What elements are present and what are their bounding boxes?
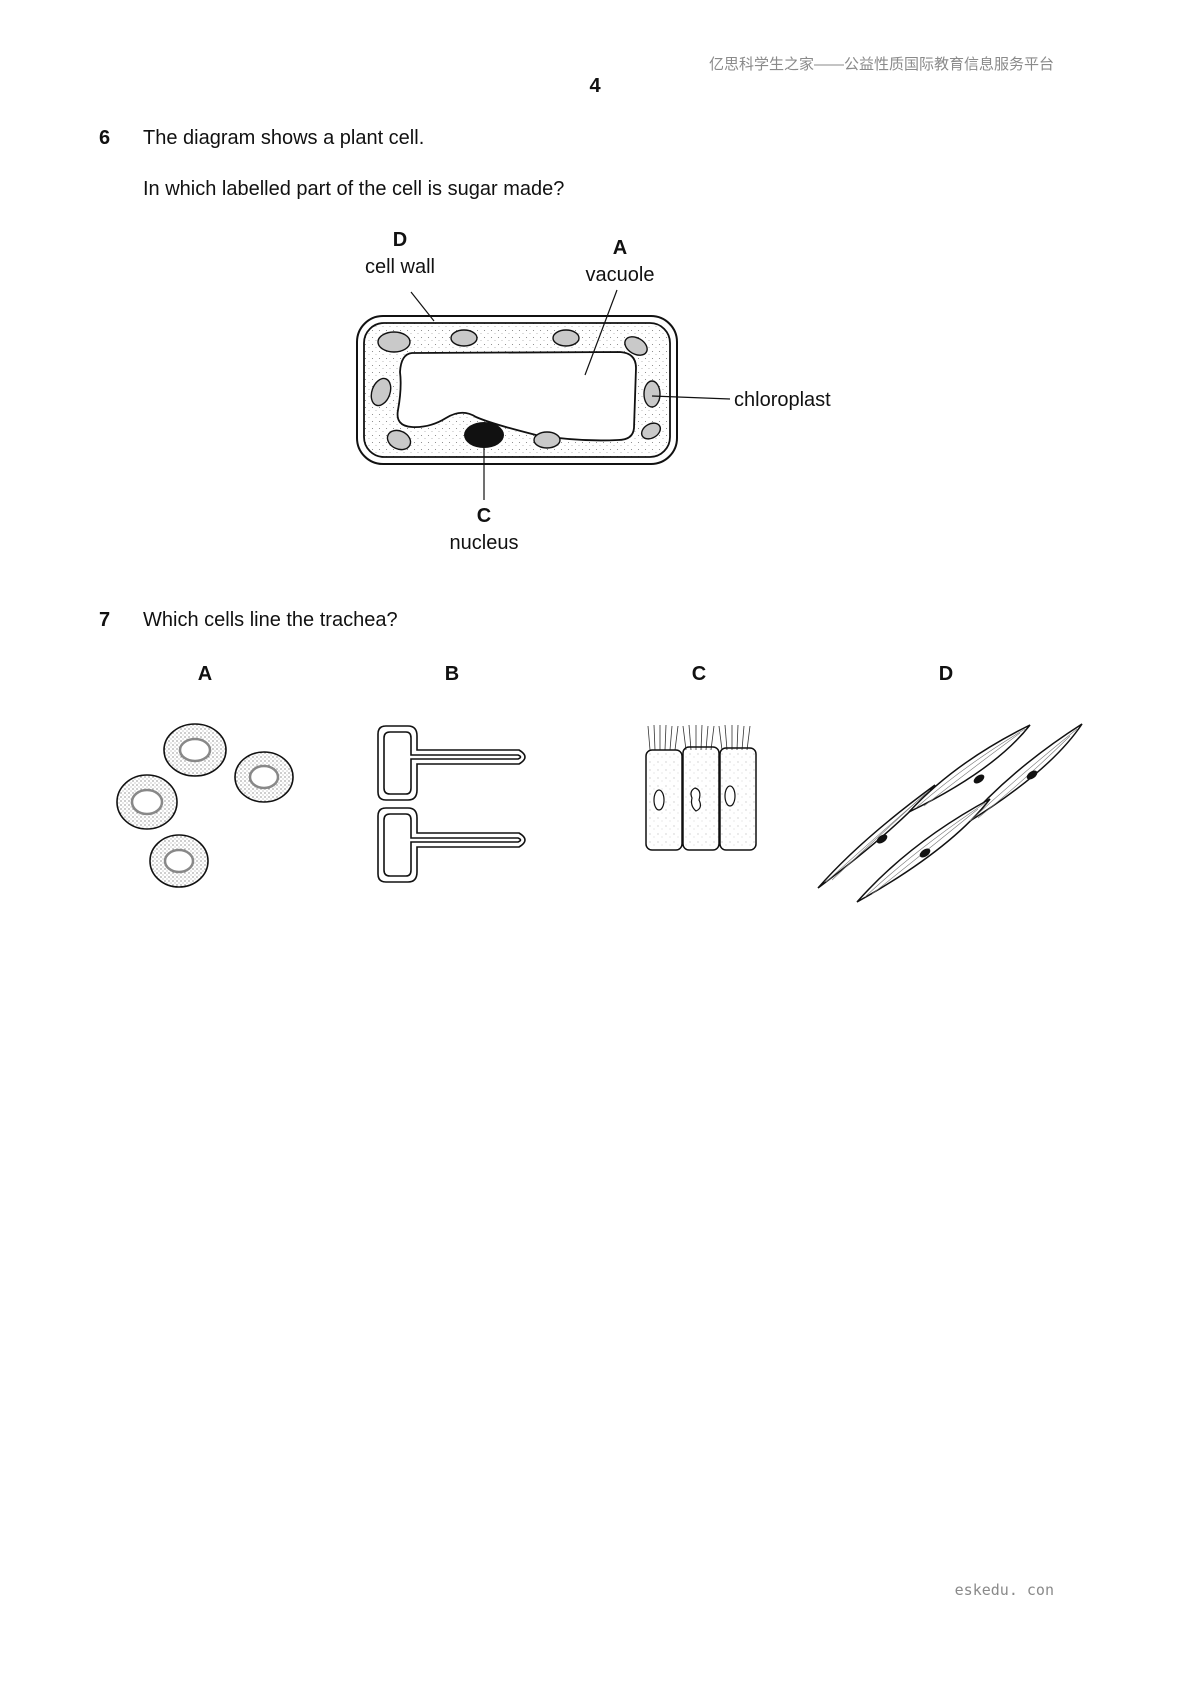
plant-cell-diagram: D cell wall A vacuole chloroplast C nucl… (356, 229, 831, 554)
header-watermark: 亿思科学生之家——公益性质国际教育信息服务平台 (708, 56, 1054, 73)
question-7-number: 7 (99, 609, 111, 631)
option-c-ciliated-cells (645, 724, 757, 851)
question-6-text: The diagram shows a plant cell. (143, 127, 425, 149)
question-7-text: Which cells line the trachea? (143, 609, 398, 631)
nucleus-shape (464, 422, 504, 448)
chloroplast-shape (624, 336, 648, 356)
label-nucleus: nucleus (450, 532, 519, 554)
question-6-number: 6 (99, 127, 111, 149)
trachea-options-diagram: A B C D (116, 663, 1083, 903)
question-6-prompt: In which labelled part of the cell is su… (143, 178, 565, 200)
chloroplast-shape (377, 331, 411, 353)
footer-watermark: eskedu. con (954, 1581, 1054, 1599)
chloroplast-shape (643, 380, 661, 408)
chloroplast-shape (450, 329, 478, 347)
label-vacuole: vacuole (586, 264, 655, 286)
label-d-letter: D (393, 229, 407, 251)
chloroplast-shape (533, 431, 561, 449)
label-c-letter: C (477, 505, 491, 527)
chloroplast-shape (386, 429, 412, 451)
vacuole-shape (396, 351, 637, 442)
chloroplast-shape (640, 422, 662, 440)
label-cell-wall: cell wall (365, 256, 435, 278)
option-d-muscle-cells (817, 723, 1083, 903)
label-chloroplast: chloroplast (734, 389, 831, 411)
option-d-label: D (939, 663, 953, 685)
chloroplast-shape (552, 329, 580, 347)
option-a-red-blood-cells (116, 723, 294, 888)
option-c-label: C (692, 663, 706, 685)
label-a-letter: A (613, 237, 627, 259)
option-a-label: A (198, 663, 212, 685)
chloroplast-shape (370, 377, 392, 407)
page-number: 4 (589, 75, 601, 97)
option-b-hair-cells (377, 725, 526, 883)
option-b-label: B (445, 663, 459, 685)
